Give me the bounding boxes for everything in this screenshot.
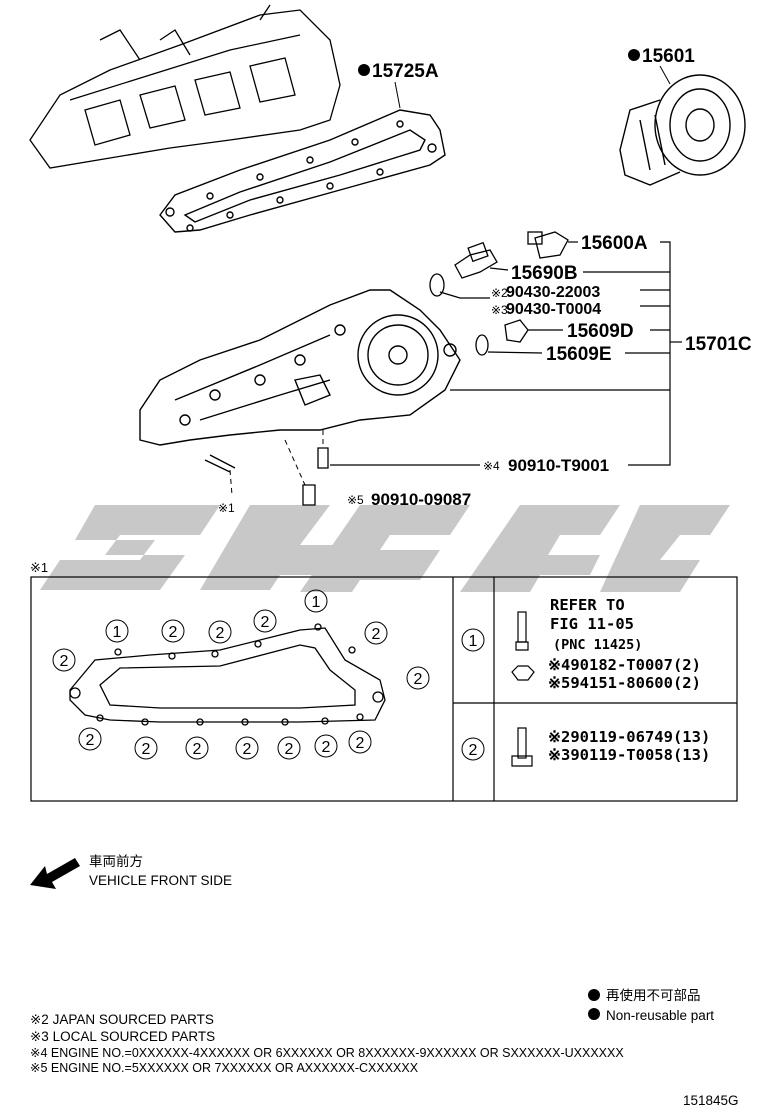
marker-2: 2 [406, 666, 430, 690]
callout-15725A: 15725A [372, 61, 439, 82]
fig-ref-text: FIG 11-05 [550, 615, 634, 633]
footnote-3: ※3 LOCAL SOURCED PARTS [30, 1029, 215, 1044]
marker-2: 2 [348, 730, 372, 754]
refer-to-text: REFER TO [550, 596, 625, 614]
detail-box: ※1 1 2 2 2 1 2 2 2 2 2 2 2 [30, 560, 738, 802]
svg-text:2: 2 [193, 741, 202, 758]
marker-1: 1 [304, 589, 328, 613]
marker-2: 2 [185, 736, 209, 760]
legend-en: Non-reusable part [606, 1008, 714, 1023]
small-parts [204, 231, 569, 506]
svg-text:1: 1 [113, 624, 122, 641]
callout-labels: 15725A 15601 15600A 15690B ※2 90430-2200… [218, 46, 752, 515]
svg-text:2: 2 [322, 739, 331, 756]
callout-15690B: 15690B [511, 263, 578, 284]
mark-4-a: ※4 [483, 459, 500, 473]
svg-text:2: 2 [356, 735, 365, 752]
legend: 再使用不可部品 Non-reusable part [588, 987, 714, 1023]
row-marker-1: 1 [461, 628, 485, 652]
dash-lines [229, 430, 324, 496]
mark-5-a: ※5 [347, 493, 364, 507]
svg-text:2: 2 [60, 653, 69, 670]
footnote-4: ※4 ENGINE NO.=0XXXXXX-4XXXXXX OR 6XXXXXX… [30, 1046, 624, 1060]
gasket-detail [69, 623, 386, 726]
legend-dot-en [588, 1008, 600, 1020]
front-side-jp: 車両前方 [89, 853, 143, 869]
nonreusable-dot-gasket [358, 64, 370, 76]
marker-2: 2 [277, 736, 301, 760]
callout-90910-09087: 90910-09087 [371, 490, 471, 509]
part-90182-T0007: ※490182-T0007(2) [548, 656, 701, 674]
part-94151-80600: ※594151-80600(2) [548, 674, 701, 692]
part-90119-T0058: ※390119-T0058(13) [548, 746, 710, 764]
footnote-5: ※5 ENGINE NO.=5XXXXXX OR 7XXXXXX OR AXXX… [30, 1061, 419, 1075]
callout-15600A: 15600A [581, 233, 648, 254]
callout-90430-T0004: 90430-T0004 [506, 301, 601, 318]
callout-15701C: 15701C [685, 334, 752, 355]
nonreusable-dot-filter [628, 49, 640, 61]
marker-2: 2 [52, 648, 76, 672]
svg-text:2: 2 [285, 741, 294, 758]
mark-2-a: ※2 [491, 286, 508, 300]
svg-text:2: 2 [469, 742, 478, 759]
engine-block [29, 4, 341, 169]
footnotes: ※2 JAPAN SOURCED PARTS ※3 LOCAL SOURCED … [30, 1012, 624, 1075]
pnc-text: (PNC 11425) [553, 637, 642, 653]
vehicle-front-arrow: 車両前方 VEHICLE FRONT SIDE [30, 853, 232, 889]
svg-text:2: 2 [142, 741, 151, 758]
svg-text:2: 2 [372, 626, 381, 643]
row-marker-2: 2 [461, 737, 485, 761]
legend-dot-jp [588, 989, 600, 1001]
leader-lines [330, 241, 682, 466]
bolt-icons [511, 611, 535, 767]
oil-filter [619, 74, 746, 186]
marker-2: 2 [161, 619, 185, 643]
marker-2: 2 [314, 734, 338, 758]
svg-text:1: 1 [312, 594, 321, 611]
detail-box-label: ※1 [30, 560, 48, 575]
marker-2: 2 [208, 620, 232, 644]
watermark-logo [40, 505, 730, 592]
mark-3-a: ※3 [491, 303, 508, 317]
svg-text:2: 2 [261, 614, 270, 631]
svg-text:2: 2 [243, 741, 252, 758]
callout-15609D: 15609D [567, 321, 634, 342]
svg-text:2: 2 [216, 625, 225, 642]
marker-1: 1 [105, 619, 129, 643]
footnote-2: ※2 JAPAN SOURCED PARTS [30, 1012, 214, 1027]
mark-1-a: ※1 [218, 501, 235, 515]
svg-text:1: 1 [469, 633, 478, 650]
callout-90910-T9001: 90910-T9001 [508, 456, 609, 475]
svg-text:2: 2 [169, 624, 178, 641]
marker-2: 2 [78, 727, 102, 751]
cooler-gasket-top [159, 109, 446, 233]
marker-2: 2 [134, 736, 158, 760]
marker-2: 2 [364, 621, 388, 645]
figure-id: 151845G [683, 1093, 739, 1108]
svg-text:2: 2 [414, 671, 423, 688]
legend-jp: 再使用不可部品 [606, 987, 701, 1003]
callout-15601: 15601 [642, 46, 695, 67]
marker-2: 2 [253, 609, 277, 633]
front-side-en: VEHICLE FRONT SIDE [89, 873, 232, 888]
bolt-position-markers: 1 2 2 2 1 2 2 2 2 2 2 2 2 2 2 1 2 [52, 589, 485, 761]
callout-90430-22003: 90430-22003 [506, 284, 600, 301]
svg-text:2: 2 [86, 732, 95, 749]
oil-cooler-housing [139, 289, 461, 446]
callout-15609E: 15609E [546, 344, 612, 365]
part-90119-06749: ※290119-06749(13) [548, 728, 710, 746]
detail-table-text: REFER TO FIG 11-05 (PNC 11425) ※490182-T… [548, 596, 710, 764]
marker-2: 2 [235, 736, 259, 760]
